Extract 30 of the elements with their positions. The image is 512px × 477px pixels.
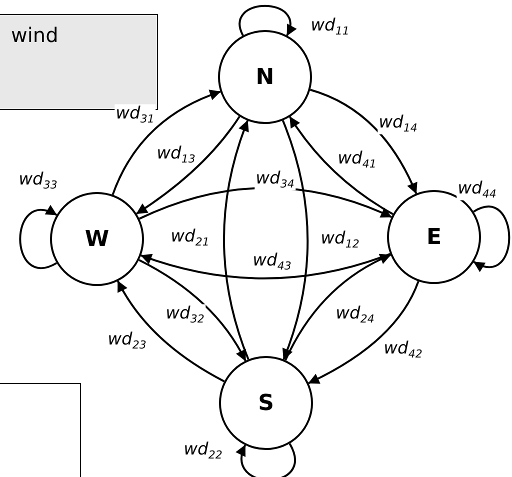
curved-arrow	[138, 259, 246, 362]
curved-arrow	[308, 280, 420, 384]
curved-arrow	[136, 116, 240, 215]
curved-arrow	[140, 253, 390, 280]
curved-arrow	[284, 254, 392, 361]
edge-label: wd$_{34}$	[254, 169, 296, 191]
state-letter: E	[426, 224, 442, 250]
state-letter: W	[84, 226, 110, 252]
curved-arrow	[223, 120, 250, 360]
edge-label: wd$_{23}$	[106, 330, 148, 352]
self-loop-arrow	[473, 206, 510, 272]
state-letter: S	[258, 390, 274, 416]
edge-label: wd$_{14}$	[378, 113, 418, 135]
edge-label: wd$_{13}$	[156, 144, 196, 166]
edge-label: wd$_{44}$	[456, 179, 498, 201]
box-label: wind	[11, 23, 58, 47]
self-loop-arrow	[238, 4, 296, 36]
self-loop-arrow	[236, 443, 296, 477]
curved-arrow	[112, 90, 221, 196]
edge-label: wd$_{32}$	[164, 304, 206, 326]
curved-arrow	[289, 116, 394, 215]
edge-label: wd$_{31}$	[114, 104, 156, 126]
self-loop-arrow	[19, 206, 58, 269]
empty-box	[0, 383, 81, 477]
edge-label: wd$_{43}$	[252, 251, 292, 273]
curved-arrow	[116, 280, 225, 382]
curved-arrow	[310, 88, 418, 194]
curved-arrow	[282, 120, 309, 360]
edge-label: wd$_{33}$	[18, 170, 58, 192]
state-letter: N	[256, 64, 274, 90]
